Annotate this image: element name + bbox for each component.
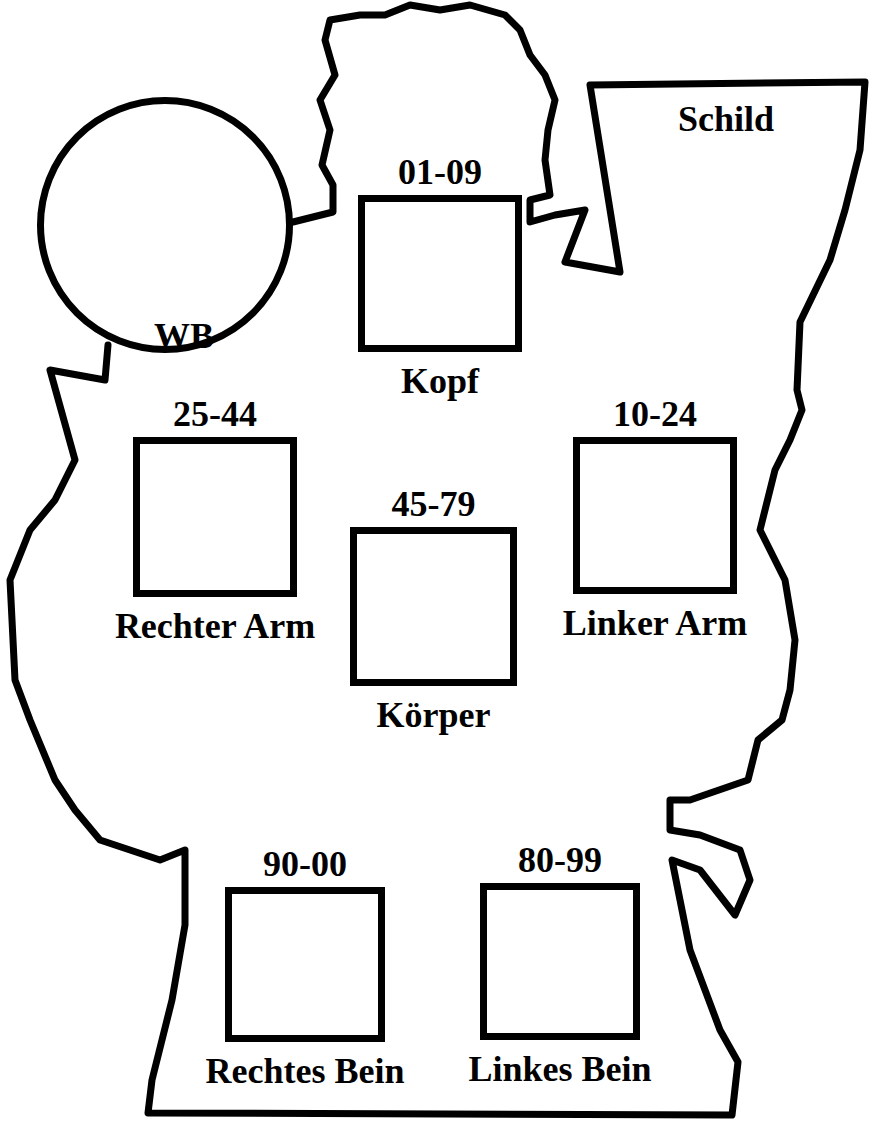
body-outline <box>10 5 865 1115</box>
zone-label: Körper <box>377 696 491 736</box>
hit-zone-box: 90-00Rechtes Bein <box>225 887 385 1042</box>
zone-label: Rechtes Bein <box>206 1052 405 1092</box>
zone-label: Linkes Bein <box>468 1050 651 1090</box>
hit-zone-box: 45-79Körper <box>350 527 517 686</box>
shield-area: Schild <box>672 94 780 146</box>
roll-range: 80-99 <box>518 841 602 881</box>
roll-range: 45-79 <box>392 485 476 525</box>
roll-range: 90-00 <box>263 845 347 885</box>
hit-zone-box: 25-44Rechter Arm <box>133 437 297 597</box>
zone-label: WB <box>154 317 214 357</box>
hit-zone-box: 10-24Linker Arm <box>573 437 737 594</box>
weapon-circle: WB <box>37 97 293 353</box>
hit-zone-box: 80-99Linkes Bein <box>480 883 640 1040</box>
zone-label: Rechter Arm <box>115 607 315 647</box>
roll-range: 25-44 <box>173 395 257 435</box>
zone-label: Linker Arm <box>563 604 747 644</box>
roll-range: 01-09 <box>398 153 482 193</box>
roll-range: 10-24 <box>613 395 697 435</box>
hit-zone-box: 01-09Kopf <box>358 195 522 352</box>
zone-label: Kopf <box>401 362 479 402</box>
zone-label: Schild <box>678 100 774 140</box>
